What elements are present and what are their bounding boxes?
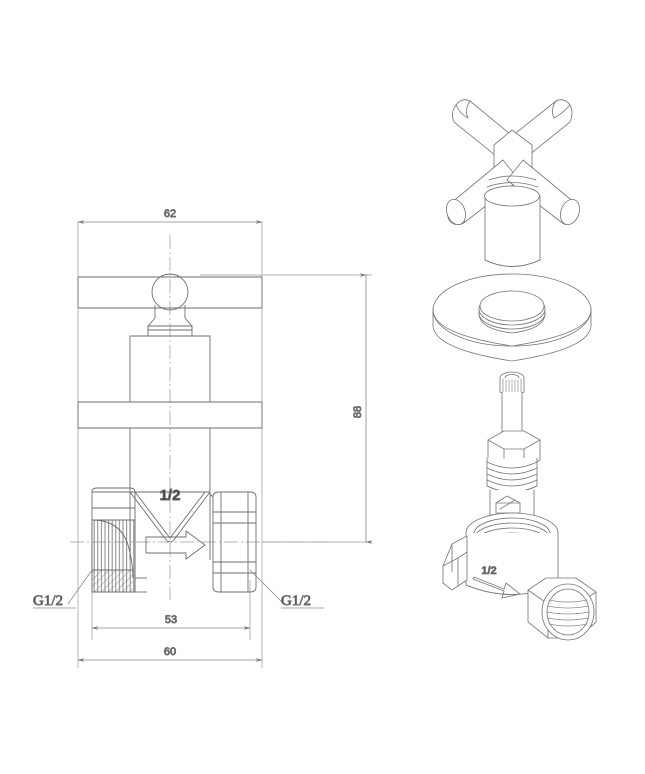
dimension-88-text: 88 — [352, 406, 364, 418]
valve-body-2d — [129, 491, 211, 560]
handle-sleeve-3d — [484, 185, 541, 267]
dimension-53-text: 53 — [165, 614, 177, 626]
size-marking-2d: 1/2 — [160, 487, 181, 504]
front-elevation-view: 1/2 G1/2 G1/2 62 88 53 60 — [33, 208, 373, 668]
exploded-isometric-view: 1/2 — [432, 99, 597, 641]
thread-callout-right: G1/2 — [281, 593, 311, 609]
flow-direction-arrow-2d — [145, 530, 206, 560]
size-marking-3d: 1/2 — [481, 565, 496, 577]
thread-callout-left: G1/2 — [33, 593, 63, 609]
right-port-2d — [209, 491, 257, 593]
dimension-62-text: 62 — [164, 208, 176, 220]
cross-handle-3d — [446, 99, 580, 226]
leader-lines — [33, 569, 324, 609]
escutcheon-flange-2d — [77, 401, 263, 429]
extension-lines — [77, 222, 372, 668]
left-port-2d — [91, 487, 147, 593]
valve-cartridge-3d — [486, 371, 541, 528]
valve-body-3d: 1/2 — [442, 512, 597, 641]
escutcheon-flange-3d — [432, 273, 592, 362]
bonnet-column-2d — [129, 428, 211, 493]
dimension-60-text: 60 — [164, 646, 176, 658]
